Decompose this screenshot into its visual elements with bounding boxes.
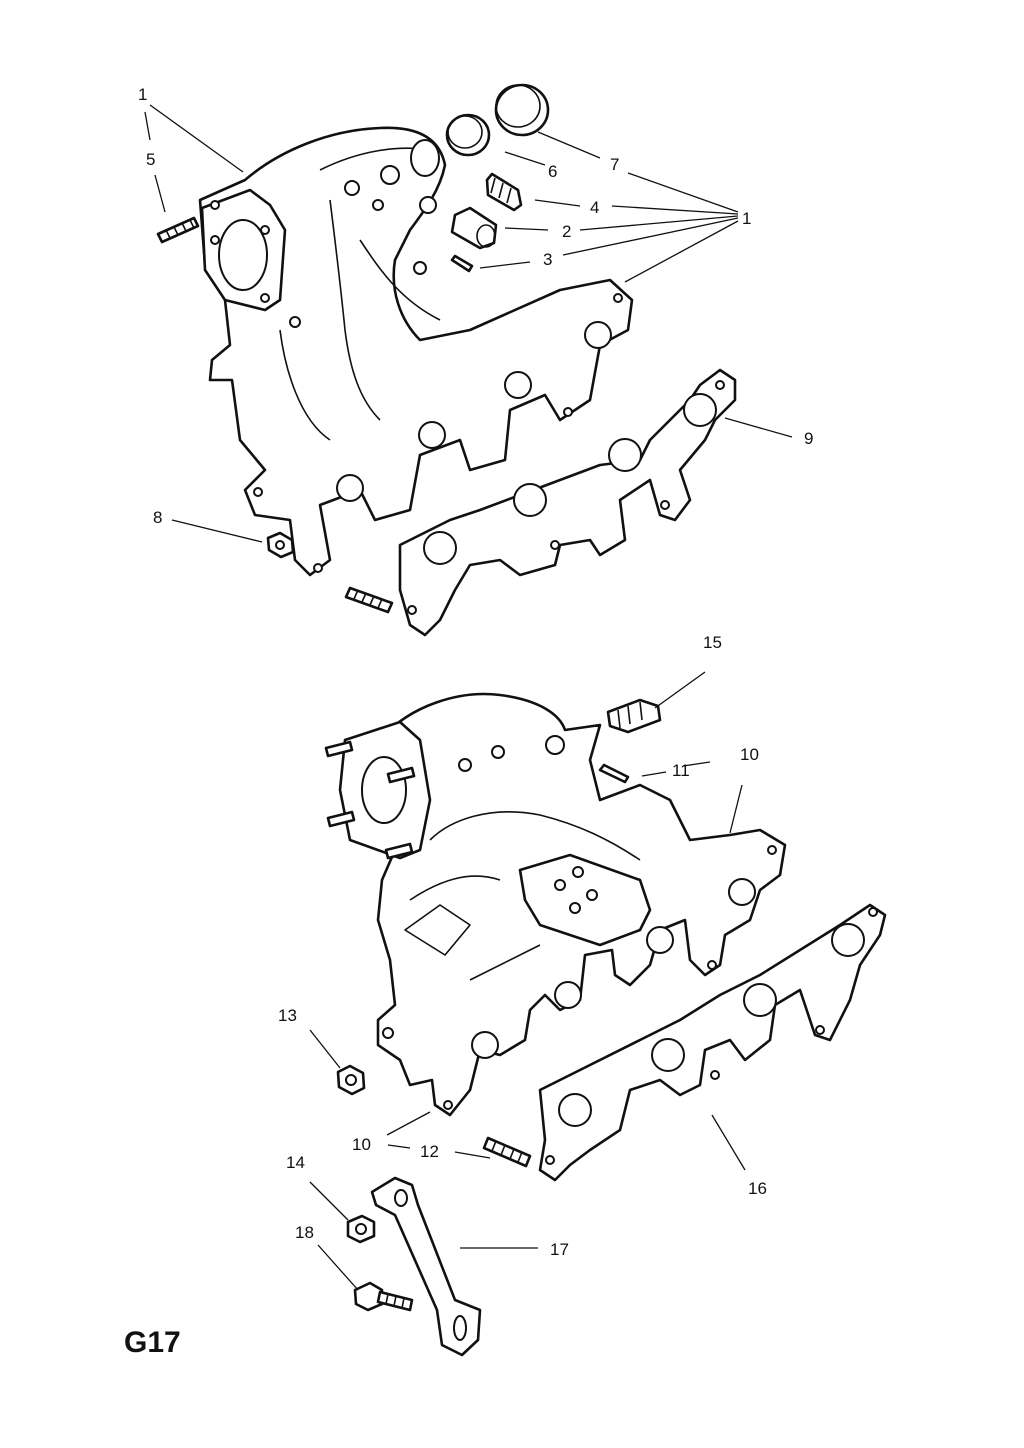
lower-intake-manifold-assembly bbox=[309, 671, 887, 1357]
upper-intake-manifold-assembly bbox=[144, 83, 793, 637]
leader-lines-upper bbox=[144, 104, 793, 543]
bracket-part-17 bbox=[370, 1176, 482, 1357]
nut-part-13 bbox=[336, 1064, 366, 1096]
callout-1-right: 1 bbox=[742, 209, 751, 228]
callout-16: 16 bbox=[748, 1179, 767, 1198]
callout-10-top: 10 bbox=[740, 745, 759, 764]
stud-part-5 bbox=[156, 216, 200, 244]
callout-13: 13 bbox=[278, 1006, 297, 1025]
callout-2: 2 bbox=[562, 222, 571, 241]
pin-part-11 bbox=[598, 763, 630, 784]
callout-3: 3 bbox=[543, 250, 552, 269]
callout-7: 7 bbox=[610, 155, 619, 174]
callout-18: 18 bbox=[295, 1223, 314, 1242]
callout-5: 5 bbox=[146, 150, 155, 169]
callout-1-top: 1 bbox=[138, 85, 147, 104]
leader-lines-lower bbox=[309, 671, 746, 1291]
callout-labels: 1 5 7 6 4 2 3 1 9 8 15 11 10 13 10 12 14… bbox=[138, 85, 813, 1259]
loose-stud-upper bbox=[344, 586, 394, 614]
connector-fitting-part-4 bbox=[485, 172, 523, 212]
page-code: G17 bbox=[124, 1326, 181, 1359]
sleeve-part-2 bbox=[450, 206, 498, 250]
intake-manifold-part-10 bbox=[324, 692, 787, 1117]
callout-9: 9 bbox=[804, 429, 813, 448]
callout-14: 14 bbox=[286, 1153, 305, 1172]
manifold-gasket-part-16 bbox=[538, 903, 887, 1182]
plug-cap-part-7 bbox=[494, 83, 550, 137]
callout-10-bottom: 10 bbox=[352, 1135, 371, 1154]
callout-6: 6 bbox=[548, 162, 557, 181]
stud-part-12 bbox=[482, 1136, 532, 1168]
callout-12: 12 bbox=[420, 1142, 439, 1161]
plug-cap-part-6 bbox=[445, 113, 491, 157]
callout-17: 17 bbox=[550, 1240, 569, 1259]
callout-4: 4 bbox=[590, 198, 599, 217]
bolt-part-14 bbox=[346, 1214, 376, 1244]
pin-part-3 bbox=[450, 254, 474, 273]
bolt-part-18 bbox=[353, 1281, 414, 1312]
callout-11: 11 bbox=[672, 761, 690, 780]
intake-manifold-part-1 bbox=[198, 126, 634, 577]
manifold-gasket-part-9 bbox=[398, 368, 737, 637]
connector-fitting-part-15 bbox=[606, 698, 662, 734]
callout-8: 8 bbox=[153, 508, 162, 527]
nut-part-8 bbox=[266, 531, 295, 559]
callout-15: 15 bbox=[703, 633, 722, 652]
